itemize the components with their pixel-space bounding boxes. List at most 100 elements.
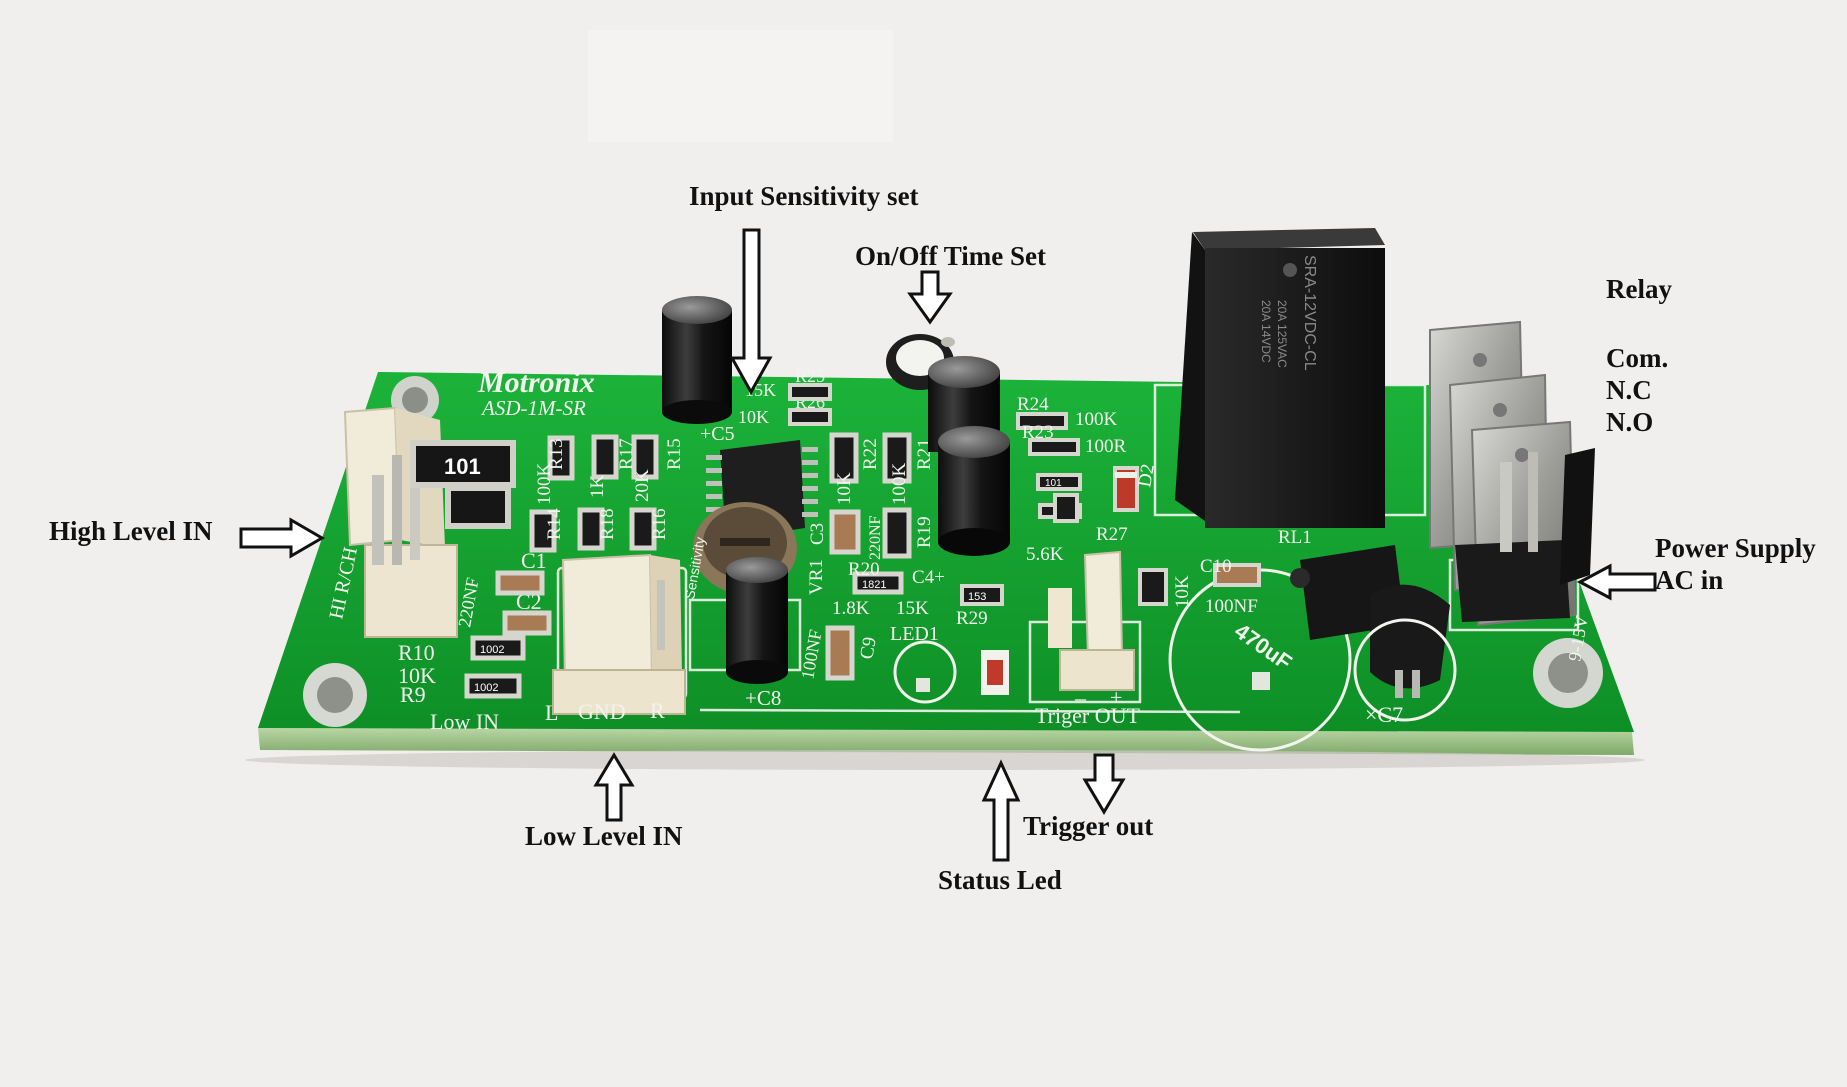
power-supply-header xyxy=(1455,448,1595,622)
label-10k: 10K xyxy=(398,663,436,688)
resistor-r26 xyxy=(788,408,832,426)
label-c7: ×C7 xyxy=(1365,702,1403,727)
arrow-input-sensitivity xyxy=(729,228,773,396)
smd-resistors-mid xyxy=(829,432,912,595)
annotation-input-sensitivity: Input Sensitivity set xyxy=(689,181,919,211)
label-100k-c: 100K xyxy=(1075,409,1118,430)
label-15k-b: 15K xyxy=(896,598,929,619)
resistor-r29 xyxy=(960,584,1004,606)
code-153: 153 xyxy=(968,591,986,603)
mounting-hole-bottom-left xyxy=(303,663,367,727)
label-c3: C3 xyxy=(807,523,828,545)
label-r22: R22 xyxy=(860,438,881,470)
label-r29: R29 xyxy=(956,608,988,629)
background-patch xyxy=(588,30,893,142)
label-100nf-b: 100NF xyxy=(1205,596,1258,617)
capacitor-footprint-c11 xyxy=(1353,618,1457,722)
annotation-relay-no: N.O xyxy=(1606,406,1654,437)
annotation-relay-nc: N.C xyxy=(1606,374,1652,405)
label-plus: + xyxy=(1110,685,1122,710)
label-10k-c: 10K xyxy=(1172,575,1193,608)
label-c8: +C8 xyxy=(745,686,781,710)
brand-logo-text: Motronix xyxy=(477,366,595,399)
label-r9: R9 xyxy=(400,682,426,707)
code-101: 101 xyxy=(444,454,481,479)
transistor-regulator xyxy=(1370,584,1450,698)
relay-rating-1: 20A 14VDC xyxy=(1259,300,1273,363)
annotation-status-led: Status Led xyxy=(938,865,1062,895)
pcb-edge xyxy=(258,728,1634,755)
capacitor-c5 xyxy=(662,296,732,424)
code-101-small: 101 xyxy=(1045,478,1062,489)
code-1002-a: 1002 xyxy=(480,644,504,656)
smd-capacitors-left: 1002 1002 xyxy=(464,570,552,699)
resistor-101-a: 101 xyxy=(410,440,516,488)
label-r: R xyxy=(650,698,665,723)
label-20k: 20K xyxy=(632,469,653,502)
label-r19: R19 xyxy=(914,516,935,548)
label-1k: 1K xyxy=(587,475,608,499)
capacitor-c9 xyxy=(825,625,855,681)
label-low-in: Low IN xyxy=(430,709,499,734)
arrow-low-level-in xyxy=(593,752,635,822)
label-c5: +C5 xyxy=(700,423,735,445)
label-10k-b: 10K xyxy=(834,472,855,505)
relay: SRA-12VDC-CL 20A 14VDC 20A 125VAC xyxy=(1175,228,1385,528)
label-5-6k: 5.6K xyxy=(1026,544,1064,565)
board-model-text: ASD-1M-SR xyxy=(480,396,586,420)
label-c10: C10 xyxy=(1200,556,1232,577)
annotation-low-level-in: Low Level IN xyxy=(525,821,683,851)
code-1002-b: 1002 xyxy=(474,682,498,694)
annotation-trigger-out: Trigger out xyxy=(1023,811,1154,841)
resistor-r25 xyxy=(788,383,832,401)
arrow-on-off-time xyxy=(907,270,953,325)
label-100k-a: 100K xyxy=(534,463,555,506)
label-triger-out: Triger OUT xyxy=(1035,703,1140,728)
label-r25: R25 xyxy=(795,366,825,386)
arrow-high-level-in xyxy=(239,517,325,559)
label-r24: R24 xyxy=(1017,394,1049,415)
label-100k-b: 100K xyxy=(889,463,910,506)
label-d2: D2 xyxy=(1134,462,1159,489)
label-r20: R20 xyxy=(848,559,880,580)
mounting-hole-bottom-right xyxy=(1533,638,1603,708)
capacitor-c4 xyxy=(938,426,1010,556)
label-gnd: GND xyxy=(578,699,626,724)
label-led1: LED1 xyxy=(890,623,939,645)
label-r17: R17 xyxy=(616,438,637,470)
smd-resistor-grid xyxy=(529,434,659,553)
smd-near-trigger xyxy=(1138,563,1261,606)
arrow-power-supply xyxy=(1576,563,1657,601)
annotation-relay-contacts: Com. N.C N.O xyxy=(1606,343,1668,439)
arrow-status-led xyxy=(981,759,1021,862)
label-l: L xyxy=(545,700,558,725)
annotation-relay-com: Com. xyxy=(1606,343,1669,373)
annotation-ac-in: AC in xyxy=(1655,565,1724,595)
smd-resistors-r23-r24 xyxy=(1016,412,1082,523)
capacitor-c8 xyxy=(726,557,788,684)
label-r10: R10 xyxy=(398,640,435,665)
label-r18: R18 xyxy=(597,508,618,540)
label-r27: R27 xyxy=(1096,524,1128,545)
label-c9: C9 xyxy=(856,635,881,660)
label-r14: R14 xyxy=(544,508,565,540)
relay-rating-2: 20A 125VAC xyxy=(1275,300,1289,368)
label-r23: R23 xyxy=(1022,422,1054,443)
status-led xyxy=(893,640,1009,704)
relay-model-text: SRA-12VDC-CL xyxy=(1301,255,1318,371)
arrow-trigger-out xyxy=(1082,753,1126,815)
diode-d2 xyxy=(1113,466,1139,512)
label-1-8k: 1.8K xyxy=(832,598,870,619)
annotation-power-supply: Power Supply xyxy=(1655,533,1816,563)
label-100r: 100R xyxy=(1085,436,1127,457)
resistor-101-b xyxy=(445,485,511,529)
label-c4: C4+ xyxy=(912,567,945,588)
annotation-high-level-in: High Level IN xyxy=(49,516,213,546)
board-shadow xyxy=(245,750,1645,770)
low-level-connector xyxy=(552,553,686,715)
label-r16: R16 xyxy=(649,508,670,540)
label-r15: R15 xyxy=(664,438,685,470)
annotation-relay-title: Relay xyxy=(1606,274,1672,304)
annotation-on-off-time: On/Off Time Set xyxy=(855,241,1047,271)
